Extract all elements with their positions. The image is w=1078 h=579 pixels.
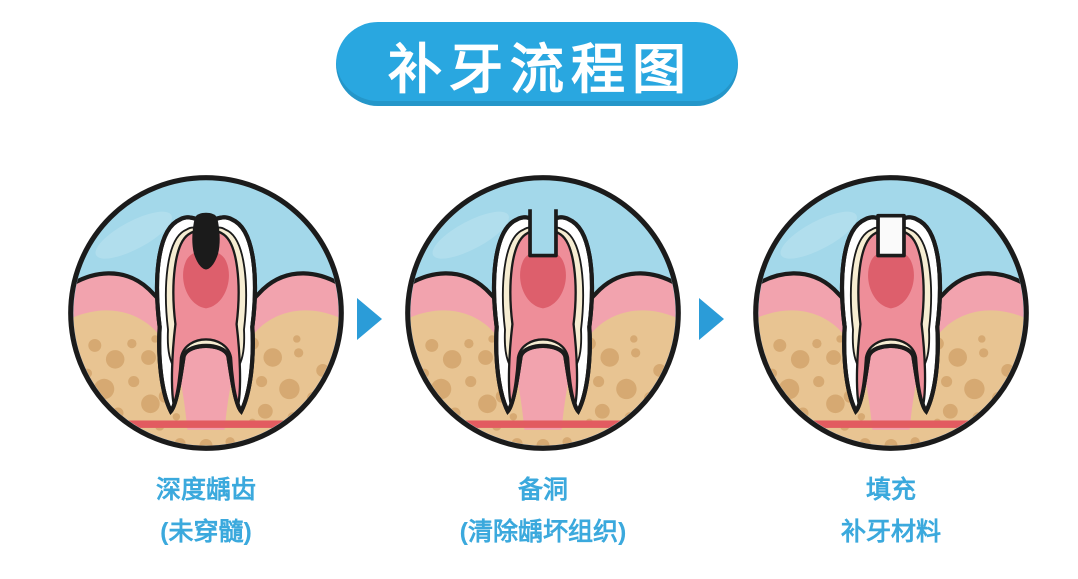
stage-1-label-line2: (未穿髓) xyxy=(160,518,252,546)
stage-2-label: 备洞 (清除龋坏组织) xyxy=(393,469,693,553)
stage-2-illustration-cavity-preparation xyxy=(404,174,682,452)
stage-1-label: 深度龋齿 (未穿髓) xyxy=(56,469,356,553)
stage-3-label-line1: 填充 xyxy=(865,476,916,504)
stage-3-illustration-filling xyxy=(752,174,1030,452)
stage-3-label: 填充 补牙材料 xyxy=(741,469,1041,553)
right-arrow-icon xyxy=(357,298,382,340)
stage-1-illustration-deep-caries xyxy=(67,174,345,452)
stage-2-label-line2: (清除龋坏组织) xyxy=(459,518,627,546)
right-arrow-icon xyxy=(699,298,724,340)
title-banner: 补牙流程图 xyxy=(336,22,738,106)
stage-2-label-line1: 备洞 xyxy=(517,476,568,504)
page-title: 补牙流程图 xyxy=(388,39,693,100)
stage-1-label-line1: 深度龋齿 xyxy=(155,476,256,504)
stage-3-label-line2: 补牙材料 xyxy=(840,518,941,546)
